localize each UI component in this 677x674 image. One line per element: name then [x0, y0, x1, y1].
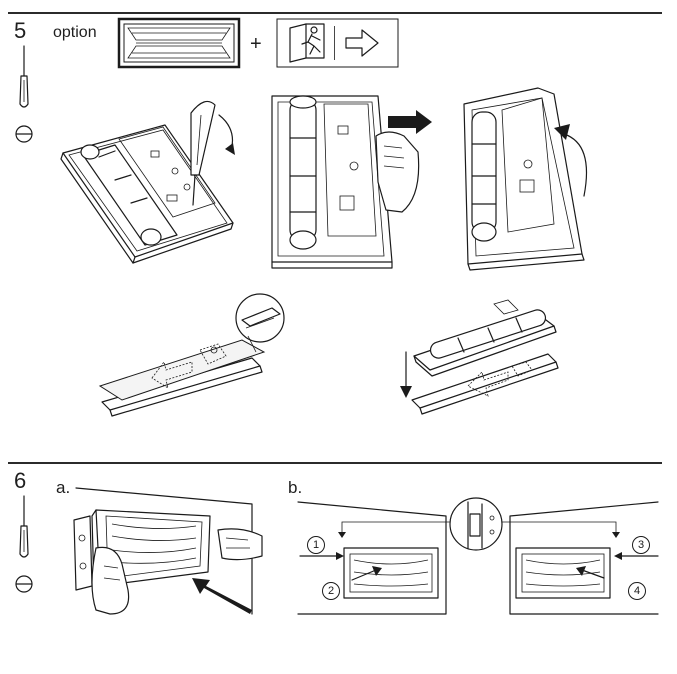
step5-illustration-lift [463, 87, 588, 271]
option-luminaire-panel [117, 17, 241, 69]
step6a-illustration-mount [73, 487, 263, 615]
option-label: option [53, 24, 97, 41]
callout-4: 4 [628, 582, 646, 600]
step5-illustration-slide [271, 95, 432, 269]
step5-illustration-reassemble [400, 299, 559, 415]
callout-3: 3 [632, 536, 650, 554]
screwdriver-icon-step6 [15, 495, 33, 593]
step5-number: 5 [14, 18, 27, 43]
step5-divider [8, 12, 662, 14]
step6b-illustration-fix [297, 497, 659, 615]
callout-1: 1 [307, 536, 325, 554]
step6-divider [8, 462, 662, 464]
plus-sign: + [250, 33, 262, 55]
step6-number: 6 [14, 468, 27, 493]
arrow-right-icon [345, 29, 379, 57]
screwdriver-icon [15, 45, 33, 143]
callout-2: 2 [322, 582, 340, 600]
exit-sign [276, 18, 399, 68]
step5-illustration-unscrew [60, 100, 235, 264]
sub-step-b-label: b. [288, 478, 303, 497]
sub-step-a-label: a. [56, 478, 71, 497]
running-man-exit-icon [289, 23, 325, 63]
step5-illustration-pictogram [98, 293, 285, 417]
